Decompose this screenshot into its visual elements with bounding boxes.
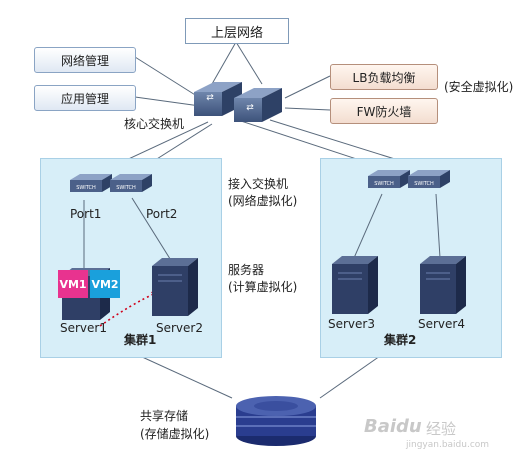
access-switch-2-icon: SWITCH SWITCH (368, 170, 450, 188)
cluster2-label: 集群2 (384, 333, 417, 347)
server4-icon (420, 256, 466, 314)
compute-virtualization-note: (计算虚拟化) (228, 280, 298, 294)
network-virtualization-note: (网络虚拟化) (228, 194, 298, 208)
link-cluster1-storage (139, 355, 233, 399)
fw-box: FW防火墙 (330, 98, 438, 124)
server3-label: Server3 (328, 317, 375, 331)
server3-icon (332, 256, 378, 314)
access-switch-1a-label: SWITCH (76, 185, 96, 191)
server2-label: Server2 (156, 321, 203, 335)
core-switch-icon: ⇄ ⇄ (194, 82, 282, 122)
access-switch-2a: SWITCH (368, 170, 410, 188)
cluster1-label: 集群1 (124, 333, 157, 347)
vm1-block: VM1 (58, 270, 88, 298)
server2-icon (152, 258, 198, 316)
server-label: 服务器 (228, 263, 265, 277)
port1-label: Port1 (70, 207, 102, 221)
shared-storage-icon (236, 396, 316, 446)
cluster2-link-server4 (435, 193, 441, 259)
link-appmgmt-core (134, 96, 201, 107)
link-netmgmt-core (134, 56, 201, 99)
cluster1-link-server2 (131, 197, 173, 263)
svg-text:⇄: ⇄ (246, 103, 254, 113)
core-switch-2: ⇄ (234, 88, 282, 122)
access-switch-1b-label: SWITCH (116, 185, 136, 191)
access-switch-1-icon: SWITCH SWITCH (70, 174, 152, 192)
core-switch-label: 核心交换机 (124, 117, 185, 131)
access-switch-2a-label: SWITCH (374, 181, 394, 187)
port2-label: Port2 (146, 207, 178, 221)
link-cluster2-storage (319, 355, 381, 399)
link-upper-core1 (211, 41, 237, 85)
lb-box: LB负载均衡 (330, 64, 438, 90)
access-switch-label: 接入交换机 (228, 177, 289, 191)
watermark-brand: Baidu (364, 416, 422, 437)
vm2-block: VM2 (90, 270, 120, 298)
security-virtualization-note: (安全虚拟化) (444, 80, 514, 94)
svg-text:⇄: ⇄ (206, 93, 214, 103)
link-core-lb (284, 75, 331, 99)
access-switch-2b-label: SWITCH (414, 181, 434, 187)
server1-label: Server1 (60, 321, 107, 335)
access-switch-2b: SWITCH (408, 170, 450, 188)
core-switch-1: ⇄ (194, 82, 242, 116)
link-core-fw (284, 107, 331, 111)
access-switch-1a: SWITCH (70, 174, 112, 192)
link-upper-core2 (235, 41, 263, 85)
access-switch-1b: SWITCH (110, 174, 152, 192)
upper-network-box: 上层网络 (185, 18, 289, 44)
storage-virtualization-note: (存储虚拟化) (140, 427, 210, 441)
app-management-box: 应用管理 (34, 85, 136, 111)
cluster2-link-server3 (353, 193, 383, 259)
watermark-url: jingyan.baidu.com (406, 440, 490, 450)
network-management-box: 网络管理 (34, 47, 136, 73)
server4-label: Server4 (418, 317, 465, 331)
watermark-suffix: 经验 (426, 420, 457, 438)
shared-storage-label: 共享存储 (140, 409, 189, 423)
